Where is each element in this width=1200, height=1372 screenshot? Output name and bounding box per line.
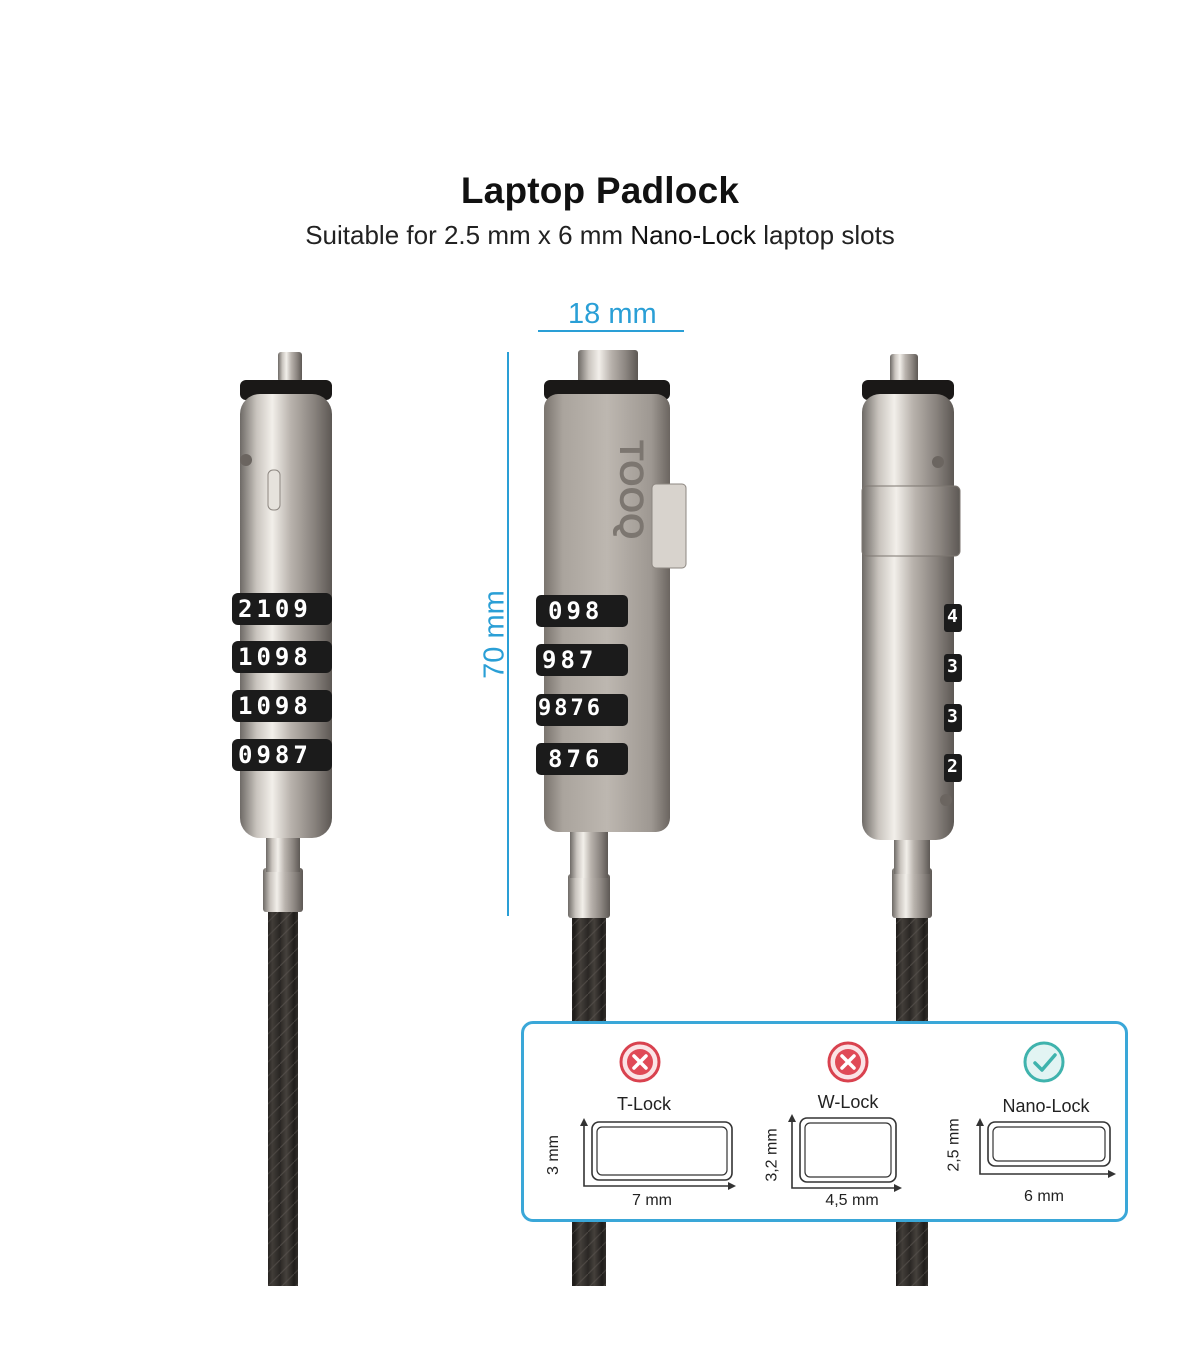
wheel-digits: 2109 — [238, 595, 312, 623]
slot-compatibility-panel: T-Lock 3 mm 7 mm W-Lock 3,2 mm 4,5 mm — [521, 1021, 1128, 1222]
wheel-digits: 3 — [947, 706, 958, 727]
subtitle-text: Suitable for 2.5 mm x 6 mm — [305, 220, 631, 250]
slot-diagram — [580, 1118, 736, 1190]
width-dimension-label: 18 mm — [568, 298, 657, 330]
wheel-digits: 098 — [548, 597, 604, 625]
slot-width-label: 7 mm — [632, 1192, 672, 1209]
wheel-digits: 9876 — [538, 696, 603, 721]
wheel-digits: 4 — [947, 606, 958, 627]
slot-t-lock: T-Lock 3 mm 7 mm — [542, 1024, 736, 1219]
wheel-digits: 0987 — [238, 741, 312, 769]
combination-wheels — [944, 604, 962, 782]
slot-height-label: 3,2 mm — [763, 1128, 781, 1182]
lock-left-view — [232, 352, 332, 1286]
lock-center-view: TOOQ — [536, 350, 687, 1286]
slot-diagram — [788, 1114, 902, 1192]
wheel-digits: 876 — [548, 745, 604, 773]
wheel-digits: 1098 — [238, 692, 312, 720]
wheel-digits: 1098 — [238, 643, 312, 671]
slot-diagram — [976, 1118, 1116, 1178]
page-title: Laptop Padlock — [460, 170, 740, 211]
subtitle-text-end: laptop slots — [756, 220, 895, 250]
slot-height-label: 3 mm — [545, 1135, 562, 1175]
slot-width-label: 6 mm — [1024, 1188, 1064, 1205]
width-dimension-line — [538, 330, 684, 332]
subtitle-highlight: Nano-Lock — [630, 220, 757, 250]
tooq-logo: TOOQ — [612, 440, 650, 540]
check-circle-icon — [1023, 1041, 1065, 1083]
x-circle-icon — [827, 1041, 869, 1083]
height-dimension-line — [507, 352, 509, 916]
slot-w-lock: W-Lock 3,2 mm 4,5 mm — [760, 1024, 920, 1219]
cable-ferrule — [263, 868, 303, 912]
slot-height-label: 2,5 mm — [945, 1118, 963, 1172]
slot-name: Nano-Lock — [1002, 1096, 1090, 1116]
slot-nano-lock: Nano-Lock 2,5 mm 6 mm — [944, 1024, 1124, 1219]
slot-name: W-Lock — [817, 1092, 879, 1112]
wheel-digits: 987 — [542, 646, 598, 674]
height-dimension-label: 70 mm — [478, 590, 511, 679]
page-subtitle: Suitable for 2.5 mm x 6 mm Nano-Lock lap… — [0, 220, 1200, 251]
combination-wheels — [232, 593, 332, 771]
combination-wheels — [536, 595, 628, 775]
wheel-digits: 3 — [947, 656, 958, 677]
slot-width-label: 4,5 mm — [825, 1192, 879, 1209]
cable-ferrule — [568, 874, 610, 918]
wheel-digits: 2 — [947, 756, 958, 777]
cable-ferrule — [892, 868, 932, 918]
x-circle-icon — [619, 1041, 661, 1083]
slot-name: T-Lock — [616, 1094, 672, 1114]
